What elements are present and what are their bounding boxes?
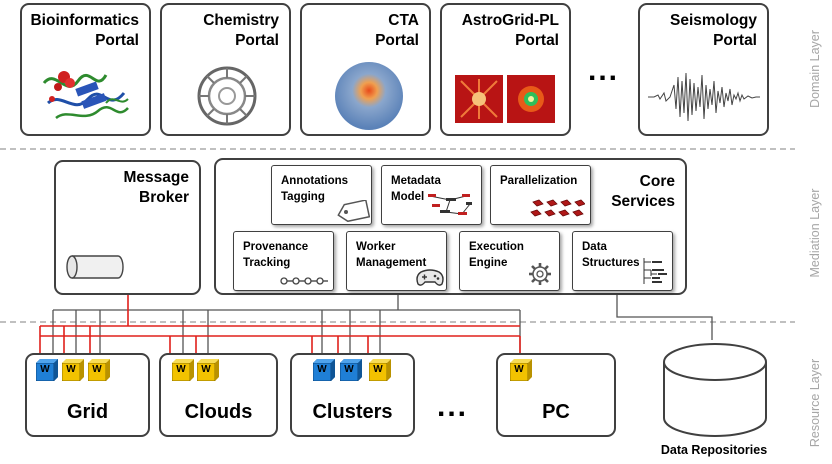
resource-label: Clouds bbox=[184, 401, 253, 423]
resource-ellipsis: ... bbox=[437, 390, 469, 423]
module-data-structures[interactable]: Data Structures bbox=[572, 231, 673, 291]
module-label: Execution Engine bbox=[469, 241, 524, 269]
worker-cube-clouds-1[interactable]: W bbox=[172, 359, 194, 381]
resource-label: PC bbox=[542, 401, 570, 423]
message-broker[interactable]: Message Broker bbox=[54, 160, 201, 295]
worker-label: W bbox=[317, 364, 327, 375]
sky-map-icon bbox=[335, 62, 403, 130]
portal-title: Chemistry Portal bbox=[203, 12, 279, 49]
worker-label: W bbox=[176, 364, 186, 375]
worker-cube-grid-3[interactable]: W bbox=[88, 359, 110, 381]
worker-cube-grid-2[interactable]: W bbox=[62, 359, 84, 381]
database-cylinder-icon[interactable] bbox=[660, 336, 770, 441]
module-label: Annotations Tagging bbox=[281, 175, 349, 203]
data-repositories-label: Data Repositories bbox=[660, 443, 768, 457]
domain-layer-label: Domain Layer bbox=[808, 30, 822, 108]
module-provenance-tracking[interactable]: Provenance Tracking bbox=[233, 231, 334, 291]
parallel-cubes-icon bbox=[530, 199, 585, 217]
worker-cube-clusters-3[interactable]: W bbox=[369, 359, 391, 381]
metadata-graph-icon bbox=[428, 194, 472, 215]
chemistry-portal[interactable]: Chemistry Portal bbox=[160, 3, 291, 136]
seismogram-icon bbox=[648, 72, 760, 122]
broker-links bbox=[39, 294, 521, 360]
astro-simulation-icon bbox=[455, 75, 555, 123]
module-metadata-model[interactable]: Metadata Model bbox=[381, 165, 482, 225]
gear-icon bbox=[529, 263, 551, 285]
protein-structure-icon bbox=[42, 71, 129, 120]
mediation-layer-label: Mediation Layer bbox=[808, 188, 822, 278]
worker-cube-clouds-2[interactable]: W bbox=[197, 359, 219, 381]
resource-label: Grid bbox=[66, 401, 109, 423]
worker-label: W bbox=[344, 364, 354, 375]
module-label: Metadata Model bbox=[391, 175, 441, 203]
tag-icon bbox=[337, 200, 370, 222]
module-execution-engine[interactable]: Execution Engine bbox=[459, 231, 560, 291]
resource-layer-label: Resource Layer bbox=[808, 358, 822, 448]
message-broker-title: Message Broker bbox=[123, 169, 189, 206]
worker-cube-clusters-1[interactable]: W bbox=[313, 359, 335, 381]
portal-ellipsis: ... bbox=[588, 54, 620, 87]
worker-label: W bbox=[514, 364, 524, 375]
worker-cube-pc-1[interactable]: W bbox=[510, 359, 532, 381]
portal-title: Bioinformatics Portal bbox=[30, 12, 139, 49]
portal-title: Seismology Portal bbox=[670, 12, 757, 49]
worker-label: W bbox=[201, 364, 211, 375]
worker-cube-clusters-2[interactable]: W bbox=[340, 359, 362, 381]
worker-label: W bbox=[373, 364, 383, 375]
portal-title: CTA Portal bbox=[375, 12, 419, 49]
worker-label: W bbox=[66, 364, 76, 375]
astrogrid-pl-portal[interactable]: AstroGrid-PL Portal bbox=[440, 3, 571, 136]
module-label: Parallelization bbox=[500, 175, 578, 187]
core-services-bus bbox=[52, 291, 521, 360]
worker-label: W bbox=[40, 364, 50, 375]
module-parallelization[interactable]: Parallelization bbox=[490, 165, 591, 225]
repository-link bbox=[616, 291, 713, 340]
module-label: Data Structures bbox=[582, 241, 640, 269]
message-queue-cylinder-icon bbox=[66, 255, 124, 279]
cta-portal[interactable]: CTA Portal bbox=[300, 3, 431, 136]
worker-cube-grid-1[interactable]: W bbox=[36, 359, 58, 381]
gamepad-icon bbox=[416, 269, 444, 286]
module-worker-management[interactable]: Worker Management bbox=[346, 231, 447, 291]
fullerene-molecule-icon bbox=[197, 66, 257, 126]
resource-label: Clusters bbox=[312, 401, 393, 423]
module-label: Worker Management bbox=[356, 241, 427, 269]
module-label: Provenance Tracking bbox=[243, 241, 309, 269]
tree-structure-icon bbox=[643, 258, 667, 284]
worker-label: W bbox=[92, 364, 102, 375]
chain-icon bbox=[280, 277, 328, 285]
seismology-portal[interactable]: Seismology Portal bbox=[638, 3, 769, 136]
module-annotations-tagging[interactable]: Annotations Tagging bbox=[271, 165, 372, 225]
bioinformatics-portal[interactable]: Bioinformatics Portal bbox=[20, 3, 151, 136]
core-services-title: Core Services bbox=[611, 173, 675, 210]
portal-title: AstroGrid-PL Portal bbox=[461, 12, 559, 49]
